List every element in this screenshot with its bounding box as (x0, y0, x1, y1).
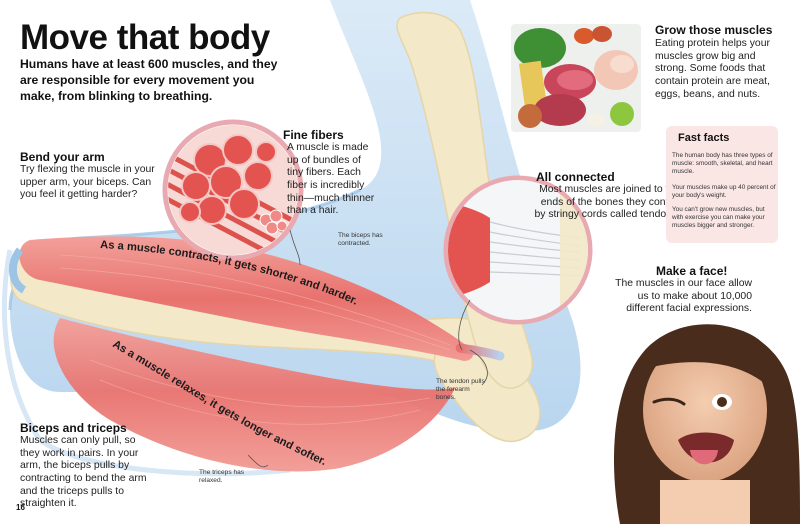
intro-text: Humans have at least 600 muscles, and th… (20, 57, 278, 103)
biceps-muscle (19, 236, 474, 361)
tendon-label: The tendon pulls the forearm bones. (436, 378, 485, 402)
fast-fact-item: Your muscles make up 40 percent of your … (672, 184, 776, 199)
all-connected-text: Most muscles are joined to the ends of t… (534, 184, 680, 221)
grow-muscles-heading: Grow those muscles (655, 23, 773, 37)
relax-caption: As a muscle relaxes, it gets longer and … (110, 338, 327, 468)
fast-facts-box (666, 126, 778, 243)
page-title: Move that body (20, 18, 270, 57)
contract-caption: As a muscle contracts, it gets shorter a… (100, 239, 360, 308)
make-face-heading: Make a face! (656, 264, 728, 278)
triceps-relaxed-label: The triceps has relaxed. (199, 469, 245, 485)
fast-fact-item: The human body has three types of muscle… (672, 152, 773, 175)
make-face-text: The muscles in our face allow us to make… (615, 278, 752, 315)
page-number: 16 (16, 503, 25, 512)
svg-text:As a muscle contracts, it gets: As a muscle contracts, it gets shorter a… (100, 239, 360, 308)
fast-fact-item: You can't grow new muscles, but with exe… (672, 206, 765, 229)
all-connected-heading: All connected (536, 170, 615, 184)
bend-arm-text: Try flexing the muscle in your upper arm… (20, 164, 155, 201)
fine-fibers-text: A muscle is made up of bundles of tiny f… (287, 142, 375, 217)
tendon-magnifier (443, 175, 593, 325)
winking-girl-photo (613, 324, 800, 524)
bend-arm-heading: Bend your arm (20, 150, 105, 164)
triceps-muscle (53, 318, 456, 472)
fine-fibers-heading: Fine fibers (283, 128, 344, 142)
fast-facts-heading: Fast facts (678, 132, 730, 144)
biceps-triceps-text: Muscles can only pull, so they work in p… (20, 435, 147, 510)
biceps-triceps-heading: Biceps and triceps (20, 421, 127, 435)
protein-food-photo (511, 24, 641, 132)
grow-muscles-text: Eating protein helps your muscles grow b… (655, 38, 770, 100)
biceps-contracted-label: The biceps has contracted. (338, 232, 383, 248)
svg-text:As a muscle relaxes, it gets l: As a muscle relaxes, it gets longer and … (110, 338, 327, 468)
